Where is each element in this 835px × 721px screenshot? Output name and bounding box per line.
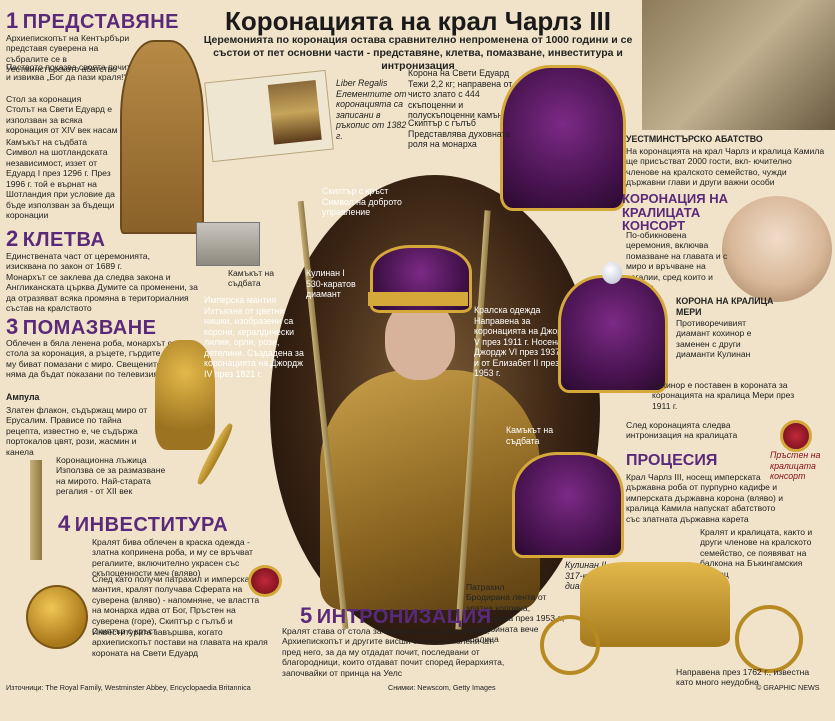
abbey-title: УЕСТМИНСТЪРСКО АБАТСТВО [626, 134, 763, 144]
queen-marys-crown-image [558, 275, 668, 393]
koh-i-noor-diamond-image [602, 262, 622, 284]
king-face-image [385, 300, 455, 380]
liber-regalis-image [204, 69, 334, 163]
section-3-number: 3 [6, 314, 19, 339]
coach-text: Направена през 1762 г., известна като мн… [676, 667, 810, 688]
mary-title: КОРОНА НА КРАЛИЦА МЕРИ [676, 296, 774, 317]
abbey-text: На коронацията на крал Чарлз и кралица К… [626, 146, 825, 188]
liber-text: Liber Regalis Елементите от коронацията … [336, 78, 407, 141]
ampulla-eagle-image [155, 340, 215, 450]
sceptre-cross-text: Скиптър с кръст Символ на доброто управл… [322, 186, 402, 218]
gold-state-coach-image [580, 562, 730, 647]
koh-text: Кохинор е поставен в короната за коронац… [652, 380, 795, 411]
sovereigns-ring-image [248, 565, 282, 597]
s2-text2: Монархът се заклева да следва закона и А… [6, 272, 198, 314]
jewelled-sword-image [30, 460, 42, 560]
section-2-number: 2 [6, 226, 19, 251]
page-title: Коронацията на крал Чарлз III [224, 6, 611, 36]
s4-text2: След като получи патрахил и имперска ман… [92, 574, 260, 637]
page-subtitle: Церемонията по коронация остава сравните… [203, 34, 633, 73]
spoon-text: Коронационна лъжица Използва се за разма… [56, 455, 166, 497]
footer-credit: © GRAPHIC NEWS [756, 683, 820, 692]
footer-sources: Източници: The Royal Family, Westminster… [6, 683, 251, 692]
footer-photos: Снимки: Newscom, Getty Images [388, 683, 496, 692]
s1-text: Архиепископът на Кентърбъри представя су… [6, 33, 130, 75]
chair-text: Стол за коронация Столът на Свети Едуард… [6, 94, 118, 136]
westminster-abbey-image [642, 0, 835, 130]
cullinan1-text: Кулинан I 530-каратов диамант [306, 268, 356, 300]
section-5-number: 5 [300, 603, 313, 628]
queen-camilla-image [722, 196, 832, 302]
section-4-name: ИНВЕСТИТУРА [74, 514, 229, 536]
king-robe-image [320, 370, 540, 610]
mary-text: Противоречивият диамант кохинор е замене… [676, 318, 752, 360]
procession-text: Крал Чарлз III, носещ имперската държавн… [626, 472, 784, 524]
s3-text: Облечен в бяла ленена роба, монархът сед… [6, 338, 201, 380]
section-4-number: 4 [58, 511, 71, 536]
stone-label-2: Камъкът на съдбата [506, 425, 554, 446]
sovereigns-orb-image [26, 585, 88, 649]
patrachil-text: Патрахил Бродирана лента от златна копри… [466, 582, 565, 645]
stone-of-destiny-image [196, 222, 260, 266]
s4-text1: Кралят бива облечен в краска одежда - зл… [92, 537, 253, 579]
section-2-name: КЛЕТВА [22, 229, 106, 251]
crown-band [368, 292, 468, 306]
mantle-text: Имперска мантия Изтъкана от цветни нишки… [204, 295, 304, 379]
coach-wheel-left [540, 615, 600, 675]
s1-text2: Паството показва своята почит и извиква … [6, 62, 131, 83]
section-5-name: ИНТРОНИЗАЦИЯ [316, 606, 492, 628]
s2-text: Единствената част от церемонията, изискв… [6, 251, 150, 272]
s4-text3: Инвеститурата завършва, когато архиеписк… [92, 627, 268, 658]
robe-text: Кралска одежда Направена за коронацията … [474, 305, 573, 379]
coach-wheel-right [735, 605, 803, 673]
s5-text: Кралят става от стола за коронация и сяд… [282, 626, 505, 678]
section-3-name: ПОМАЗВАНЕ [22, 317, 157, 339]
section-1-name: ПРЕДСТАВЯНЕ [22, 11, 180, 33]
ring-label: Пръстен на кралицата консорт [770, 450, 821, 482]
imperial-state-crown-image [512, 452, 624, 558]
sceptre-dove-text: Скиптър с гълъб Представлява духовната р… [408, 118, 511, 150]
edward-crown-text: Корона на Свети Едуард Тежи 2,2 кг; напр… [408, 68, 513, 121]
consort-heading: КОРОНАЦИЯ НА КРАЛИЦАТА КОНСОРТ [622, 191, 729, 234]
stone-text: Камъкът на съдбата Символ на шотландскат… [6, 137, 115, 221]
after-coronation-text: След коронацията следва интронизация на … [626, 420, 738, 441]
procession-heading: ПРОЦЕСИЯ [626, 452, 718, 469]
section-1-number: 1 [6, 8, 19, 33]
queen-consort-ring-image [780, 420, 812, 452]
st-edward-crown-image [500, 65, 626, 211]
stone-label: Камъкът на съдбата [228, 268, 275, 289]
ampulla-title: Ампула [6, 392, 40, 402]
ampulla-text: Златен флакон, съдържащ миро от Ерусалим… [6, 405, 148, 457]
coronation-chair-image [120, 40, 204, 234]
